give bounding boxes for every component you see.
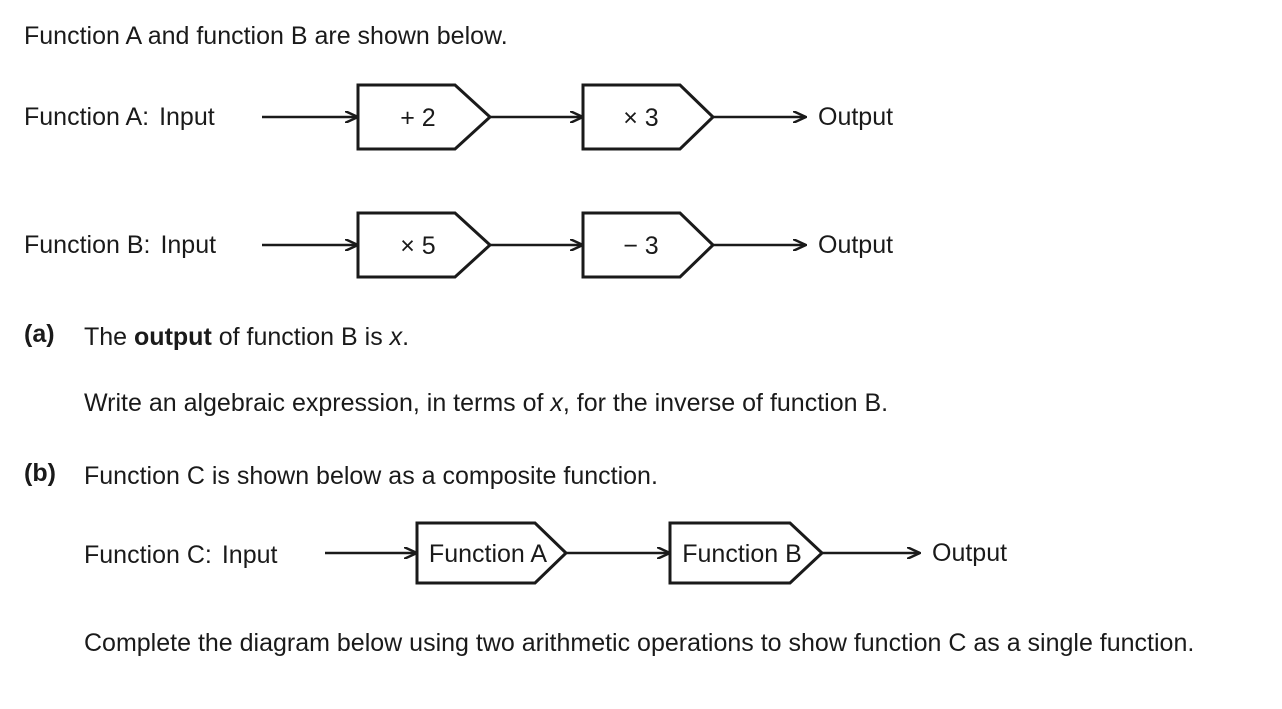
function-b-label: Function B: Input	[24, 230, 216, 260]
function-a-box-2	[581, 83, 716, 151]
function-a-box-1	[356, 83, 493, 151]
question-a-line2-post: , for the inverse of function B.	[562, 389, 889, 417]
question-a-line1-bold: output	[134, 323, 212, 351]
function-a-label: Function A: Input	[24, 102, 215, 132]
function-c-box-1-text: Function A	[429, 540, 547, 568]
function-c-label: Function C: Input	[84, 540, 277, 570]
function-c-box-1	[415, 521, 569, 585]
question-b-line-1: Function C is shown below as a composite…	[84, 462, 658, 490]
question-a-line-1: The output of function B is x.	[84, 320, 409, 354]
question-b-instruction: Complete the diagram below using two ari…	[84, 629, 1195, 657]
question-a-line2-pre: Write an algebraic expression, in terms …	[84, 389, 551, 417]
function-a-box-1-text: + 2	[400, 104, 435, 132]
question-a-line1-post: .	[402, 323, 410, 351]
function-b-output-label: Output	[818, 231, 894, 259]
function-b-box-1-text: × 5	[400, 232, 435, 260]
function-a-box-2-text: × 3	[623, 104, 658, 132]
function-b-name: Function B:	[24, 231, 151, 259]
question-b-marker: (b)	[24, 459, 56, 487]
question-a-line1-italic: x	[389, 323, 403, 351]
question-a-marker: (a)	[24, 320, 55, 348]
function-a-output-label: Output	[818, 103, 894, 131]
function-b-box-2-text: − 3	[623, 232, 658, 260]
function-b-input-label: Input	[160, 231, 217, 259]
function-b-box-2	[581, 211, 716, 279]
function-c-box-2	[668, 521, 825, 585]
function-b-box-1	[356, 211, 493, 279]
question-a-line1-pre: The	[84, 323, 135, 351]
function-c-input-label: Input	[221, 541, 278, 569]
intro-text: Function A and function B are shown belo…	[24, 22, 508, 50]
function-b-diagram: Function B: Input × 5 − 3 Output	[0, 208, 1282, 298]
function-a-name: Function A:	[24, 103, 150, 131]
function-c-box-2-text: Function B	[682, 540, 802, 568]
function-a-input-label: Input	[159, 103, 215, 131]
function-b-flow: × 5 − 3	[262, 211, 860, 279]
question-a-line1-mid: of function B is	[211, 323, 390, 351]
question-a-line2-italic: x	[550, 389, 563, 417]
function-c-name: Function C:	[84, 541, 212, 569]
function-c-output-label: Output	[932, 539, 1008, 567]
question-a-line-2: Write an algebraic expression, in terms …	[84, 386, 888, 420]
function-c-flow: Function A Function B	[325, 521, 980, 585]
function-c-diagram: Function C: Input Function A Function B O…	[0, 518, 1282, 608]
function-a-diagram: Function A: Input + 2 × 3 Output	[0, 80, 1282, 170]
function-a-flow: + 2 × 3	[262, 83, 860, 151]
